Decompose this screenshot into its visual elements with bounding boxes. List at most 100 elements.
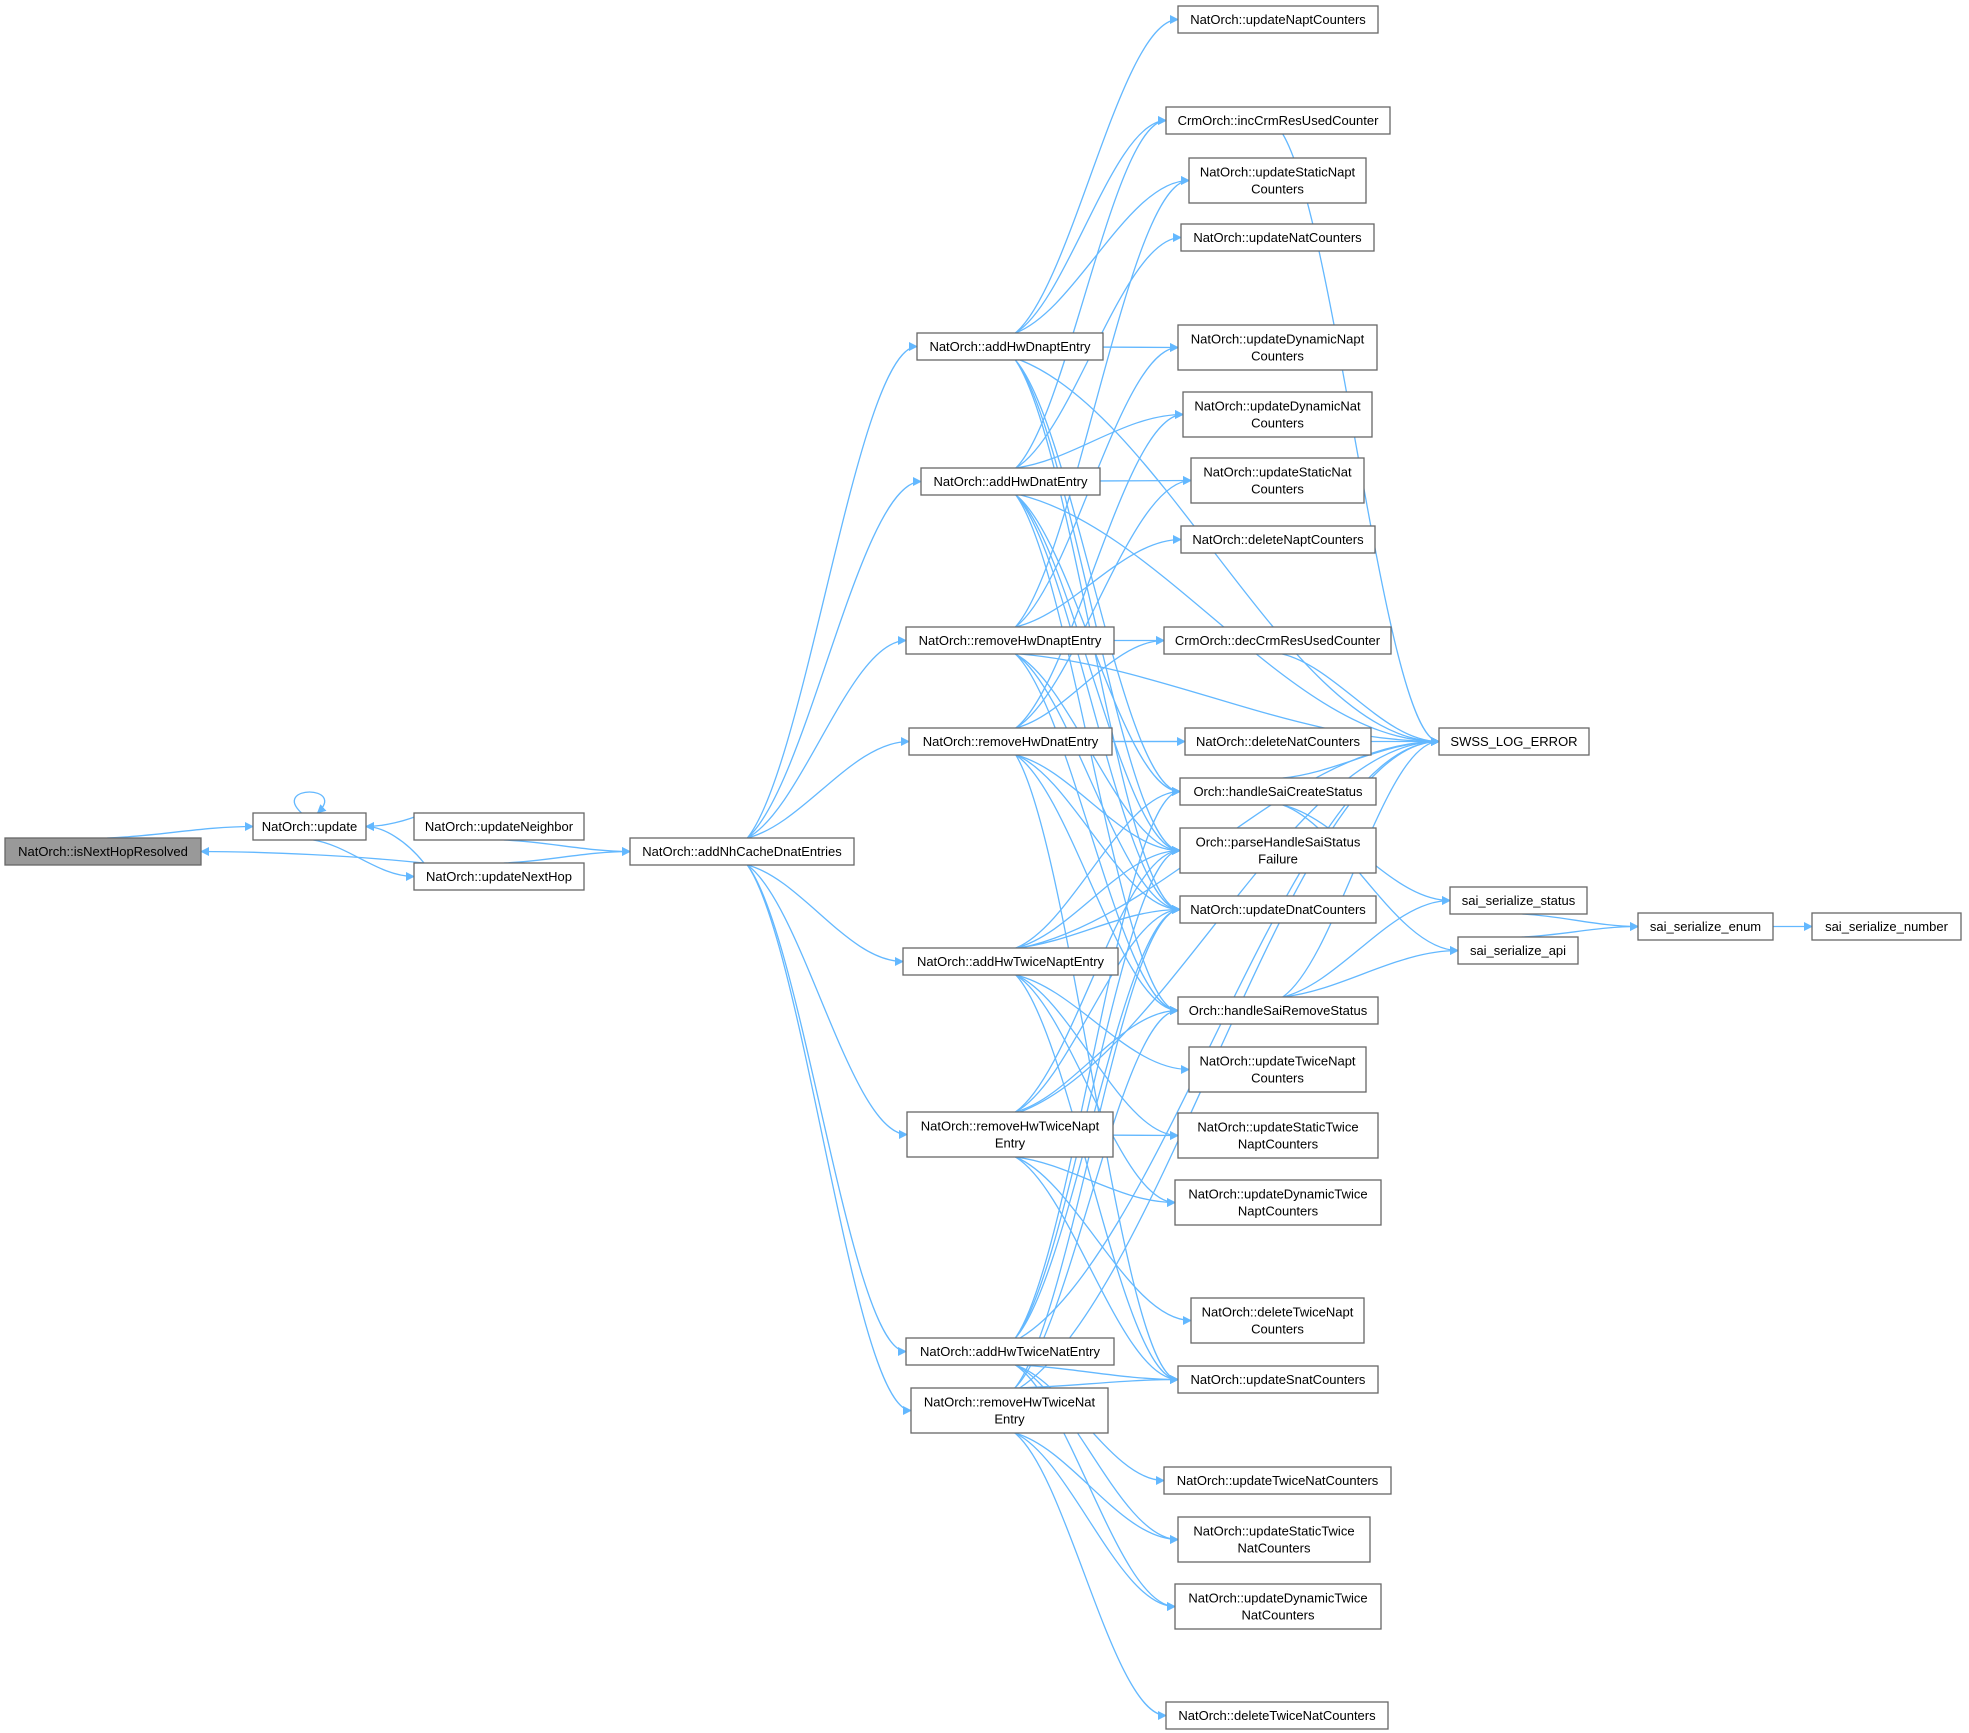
node-delete-napt-counters[interactable]: NatOrch::deleteNaptCounters <box>1180 525 1376 554</box>
node-box <box>905 626 1115 655</box>
node-is-next-hop-resolved[interactable]: NatOrch::isNextHopResolved <box>4 837 202 866</box>
edge-handle-sai-create-status-to-swss-log-error <box>1282 737 1440 779</box>
node-label: Counters <box>1251 416 1304 431</box>
node-label: NatOrch::updateDynamicTwice <box>1188 1187 1367 1202</box>
node-box <box>1188 157 1367 204</box>
node-label: NatCounters <box>1242 1608 1315 1623</box>
edge-remove-hw-dnat-entry-to-update-static-nat-counters <box>1015 476 1192 729</box>
edge-remove-hw-dnapt-entry-to-swss-log-error <box>1020 653 1440 746</box>
node-inc-crm-res-used-counter[interactable]: CrmOrch::incCrmResUsedCounter <box>1165 106 1391 135</box>
edge-remove-hw-twice-napt-entry-to-delete-twice-napt-counters <box>1015 1156 1192 1325</box>
node-box <box>1811 912 1962 941</box>
node-label: NatOrch::deleteNaptCounters <box>1192 532 1364 547</box>
edge-add-hw-dnapt-entry-to-inc-crm-res-used-counter <box>1015 116 1167 334</box>
node-label: NatOrch::updateDynamicNapt <box>1191 332 1365 347</box>
edge-remove-hw-twice-napt-entry-to-update-dnat-counters <box>1015 905 1181 1113</box>
node-label: NatOrch::addHwTwiceNaptEntry <box>917 954 1105 969</box>
node-label: NatOrch::updateDynamicTwice <box>1188 1591 1367 1606</box>
node-handle-sai-create-status[interactable]: Orch::handleSaiCreateStatus <box>1179 777 1377 806</box>
edge-handle-sai-create-status-to-sai-serialize-api <box>1282 804 1459 955</box>
node-sai-serialize-number[interactable]: sai_serialize_number <box>1811 912 1962 941</box>
node-label: Counters <box>1251 482 1304 497</box>
node-label: sai_serialize_status <box>1462 893 1576 908</box>
node-dec-crm-res-used-counter[interactable]: CrmOrch::decCrmResUsedCounter <box>1163 626 1392 655</box>
node-remove-hw-dnapt-entry[interactable]: NatOrch::removeHwDnaptEntry <box>905 626 1115 655</box>
node-delete-nat-counters[interactable]: NatOrch::deleteNatCounters <box>1184 727 1372 756</box>
node-add-hw-twice-nat-entry[interactable]: NatOrch::addHwTwiceNatEntry <box>905 1337 1115 1366</box>
edge-remove-hw-dnapt-entry-to-handle-sai-remove-status <box>1014 653 1179 1015</box>
edge-add-hw-dnat-entry-to-update-dnat-counters <box>1015 494 1181 914</box>
node-label: Orch::parseHandleSaiStatus <box>1196 835 1361 850</box>
node-label: NatOrch::deleteTwiceNatCounters <box>1178 1708 1376 1723</box>
node-box <box>1177 5 1379 34</box>
edge-remove-hw-dnat-entry-to-update-dnat-counters <box>1015 754 1181 914</box>
node-sai-serialize-api[interactable]: sai_serialize_api <box>1457 936 1579 965</box>
node-box <box>1177 996 1379 1025</box>
node-update-next-hop[interactable]: NatOrch::updateNextHop <box>413 862 585 891</box>
node-label: NatOrch::updateNextHop <box>426 869 572 884</box>
node-label: NatOrch::updateStaticNat <box>1203 465 1352 480</box>
node-label: NatOrch::updateTwiceNapt <box>1199 1054 1355 1069</box>
edge-add-nh-cache-dnat-entries-to-remove-hw-dnat-entry <box>747 737 910 839</box>
node-update[interactable]: NatOrch::update <box>252 812 367 841</box>
node-sai-serialize-enum[interactable]: sai_serialize_enum <box>1637 912 1774 941</box>
node-label: CrmOrch::incCrmResUsedCounter <box>1178 113 1379 128</box>
edge-add-hw-twice-nat-entry-to-parse-handle-sai-status-failure <box>1014 846 1181 1339</box>
node-update-snat-counters[interactable]: NatOrch::updateSnatCounters <box>1177 1365 1379 1394</box>
node-box <box>1179 895 1377 924</box>
node-update-dnat-counters[interactable]: NatOrch::updateDnatCounters <box>1179 895 1377 924</box>
node-box <box>252 812 367 841</box>
edge-add-hw-twice-napt-entry-to-update-twice-napt-counters <box>1015 974 1190 1074</box>
node-swss-log-error[interactable]: SWSS_LOG_ERROR <box>1438 727 1590 756</box>
node-label: NatOrch::removeHwTwiceNat <box>924 1395 1096 1410</box>
node-label: sai_serialize_api <box>1470 943 1566 958</box>
node-update-neighbor[interactable]: NatOrch::updateNeighbor <box>413 812 585 841</box>
node-update-twice-nat-counters[interactable]: NatOrch::updateTwiceNatCounters <box>1163 1466 1392 1495</box>
node-add-hw-twice-napt-entry[interactable]: NatOrch::addHwTwiceNaptEntry <box>902 947 1119 976</box>
node-box <box>413 812 585 841</box>
node-delete-twice-nat-counters[interactable]: NatOrch::deleteTwiceNatCounters <box>1165 1701 1389 1730</box>
edge-remove-hw-twice-napt-entry-to-handle-sai-remove-status <box>1015 1006 1179 1113</box>
node-update-napt-counters[interactable]: NatOrch::updateNaptCounters <box>1177 5 1379 34</box>
node-box <box>1165 106 1391 135</box>
node-add-nh-cache-dnat-entries[interactable]: NatOrch::addNhCacheDnatEntries <box>629 837 855 866</box>
node-label: sai_serialize_number <box>1825 919 1949 934</box>
node-box <box>906 1111 1114 1158</box>
edge-add-hw-dnapt-entry-to-update-napt-counters <box>1014 15 1179 334</box>
node-add-hw-dnapt-entry[interactable]: NatOrch::addHwDnaptEntry <box>916 332 1104 361</box>
node-add-hw-dnat-entry[interactable]: NatOrch::addHwDnatEntry <box>920 467 1101 496</box>
node-sai-serialize-status[interactable]: sai_serialize_status <box>1449 886 1588 915</box>
edge-remove-hw-twice-nat-entry-to-update-dynamic-twice-nat-counters <box>1014 1432 1176 1611</box>
edge-handle-sai-remove-status-to-sai-serialize-api <box>1282 946 1459 998</box>
edge-remove-hw-twice-napt-entry-to-update-snat-counters <box>1015 1156 1179 1384</box>
node-label: NatOrch::updateStaticNapt <box>1200 165 1356 180</box>
edge-sai-serialize-status-to-sai-serialize-enum <box>1522 913 1639 931</box>
node-remove-hw-dnat-entry[interactable]: NatOrch::removeHwDnatEntry <box>908 727 1113 756</box>
node-box <box>1182 391 1373 438</box>
node-update-nat-counters[interactable]: NatOrch::updateNatCounters <box>1180 223 1375 252</box>
edge-sai-serialize-api-to-sai-serialize-enum <box>1521 922 1639 938</box>
edge-remove-hw-dnapt-entry-to-delete-napt-counters <box>1015 535 1182 628</box>
node-box <box>1188 1046 1367 1093</box>
edge-update-next-hop-to-add-nh-cache-dnat-entries <box>503 847 631 864</box>
node-label: NatOrch::removeHwTwiceNapt <box>921 1119 1100 1134</box>
edge-add-hw-twice-nat-entry-to-update-static-twice-nat-counters <box>1015 1364 1179 1544</box>
node-label: Counters <box>1251 1071 1304 1086</box>
node-handle-sai-remove-status[interactable]: Orch::handleSaiRemoveStatus <box>1177 996 1379 1025</box>
node-box <box>1190 457 1365 504</box>
edge-handle-sai-remove-status-to-sai-serialize-status <box>1282 896 1451 998</box>
node-label: NatOrch::isNextHopResolved <box>18 844 188 859</box>
